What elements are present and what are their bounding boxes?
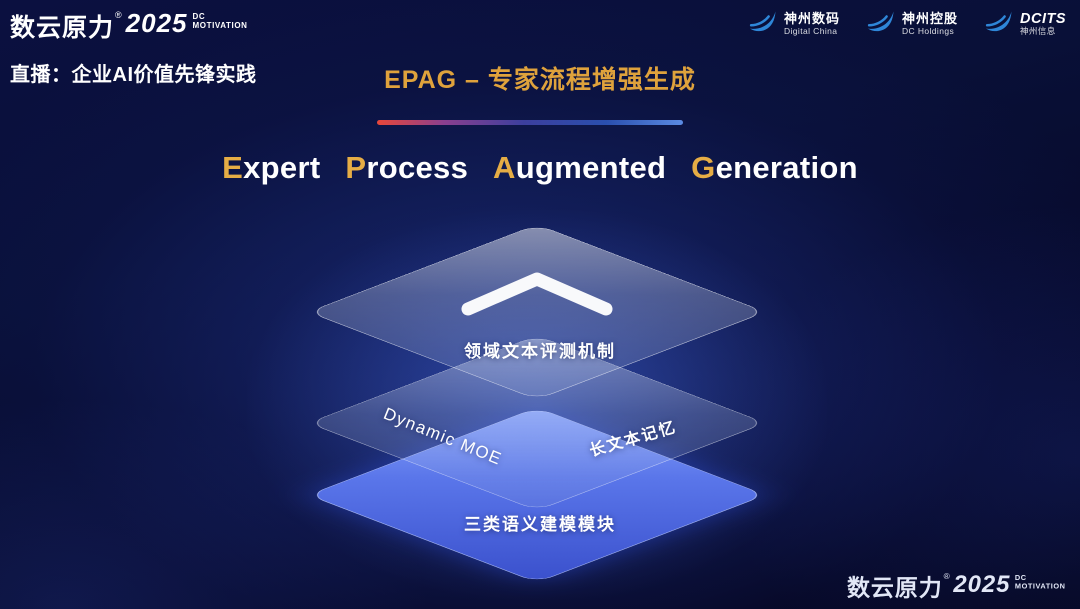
partner-digital-china: 神州数码 Digital China [748, 9, 840, 39]
headline-word: Process [345, 150, 469, 185]
swoosh-logo-icon [749, 11, 776, 32]
layer-bottom-label: 三类语义建模模块 [464, 515, 616, 534]
headline: Expert Process Augmented Generation [0, 150, 1080, 186]
headline-word: Augmented [493, 150, 667, 185]
partner-name: 神州数码 [783, 10, 840, 26]
brand-subtitle-line2: MOTIVATION [1015, 582, 1066, 591]
brand-subtitle-line1: DC [192, 12, 206, 21]
gradient-divider [377, 120, 683, 125]
chevron-up-icon [461, 272, 613, 316]
partner-dcits: DCITS 神州信息 [984, 9, 1066, 39]
headline-word: Generation [691, 150, 858, 185]
partner-name: DCITS [1020, 10, 1066, 27]
partner-dc-holdings: 神州控股 DC Holdings [866, 9, 958, 39]
brand-name: 数云原力 [847, 575, 944, 602]
registered-mark: ® [944, 571, 951, 581]
layer-top-label: 领域文本评测机制 [464, 342, 616, 361]
brand-logo-footer: 数云原力 ® 2025 DC MOTIVATION [847, 570, 1066, 603]
registered-mark: ® [115, 10, 122, 20]
live-session-label: 直播：企业AI价值先锋实践 [10, 64, 257, 86]
partner-subname: DC Holdings [901, 25, 955, 36]
headline-word: Expert [222, 150, 321, 185]
brand-subtitle: DC MOTIVATION [193, 12, 248, 30]
swoosh-logo-icon [867, 11, 894, 32]
brand-subtitle: DC MOTIVATION [1015, 574, 1066, 591]
swoosh-logo-icon [985, 11, 1012, 32]
brand-subtitle-line2: MOTIVATION [192, 21, 248, 31]
brand-year: 2025 [953, 569, 1011, 598]
brand-year: 2025 [125, 8, 188, 38]
partner-subname: Digital China [783, 25, 838, 36]
brand-subtitle-line1: DC [1015, 573, 1028, 582]
slide-title: EPAG – 专家流程增强生成 [384, 66, 696, 94]
brand-name: 数云原力 [10, 14, 115, 42]
partner-name: 神州控股 [901, 10, 958, 26]
partner-logos: 神州数码 Digital China 神州控股 DC Holdings DCIT… [748, 9, 1066, 39]
brand-logo-top: 数云原力 ® 2025 DC MOTIVATION [10, 8, 248, 44]
partner-subname: 神州信息 [1020, 26, 1056, 37]
